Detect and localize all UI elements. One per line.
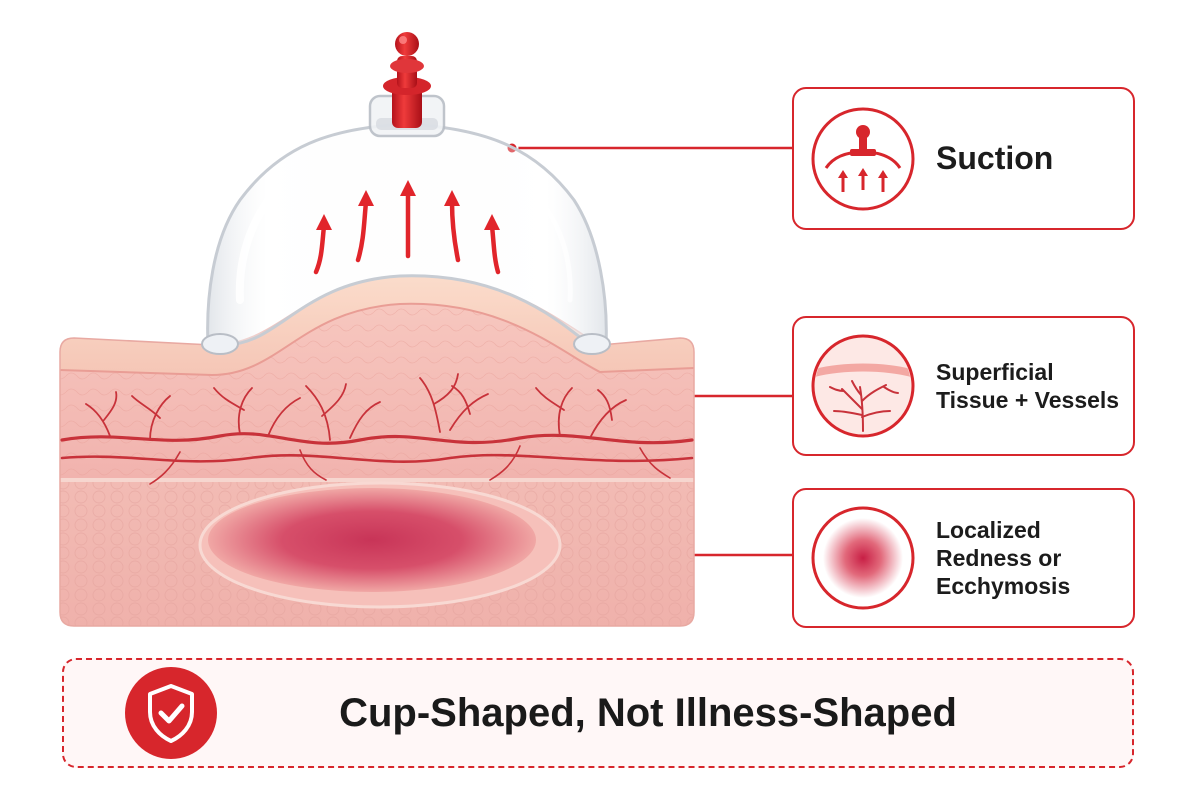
redness-label: Localized Redness or Ecchymosis: [936, 490, 1070, 626]
suction-label: Suction: [936, 139, 1054, 176]
takeaway-banner: Cup-Shaped, Not Illness-Shaped: [62, 658, 1134, 768]
callout-suction: Suction: [792, 87, 1135, 230]
tissue-label-line2: Tissue + Vessels: [936, 387, 1120, 413]
ecchymosis-area: [198, 481, 562, 609]
redness-label-line2: Redness or: [936, 544, 1062, 571]
callout-tissue-vessels: Superficial Tissue + Vessels: [792, 316, 1135, 456]
tissue-label: Superficial Tissue + Vessels: [936, 318, 1119, 454]
redness-label-line1: Localized: [936, 516, 1041, 543]
tissue-label-line1: Superficial: [936, 358, 1054, 385]
suction-cup-icon: [811, 107, 915, 210]
blood-vessels: [60, 373, 694, 485]
redness-label-line3: Ecchymosis: [936, 573, 1071, 600]
tissue-vessels-icon: [811, 334, 915, 438]
suction-valve-knob: [383, 32, 431, 128]
redness-spot-icon: [811, 506, 915, 610]
callout-redness: Localized Redness or Ecchymosis: [792, 488, 1135, 628]
shield-check-icon: [125, 667, 217, 759]
suction-arrows: [313, 189, 501, 275]
suction-arrowheads: [316, 180, 500, 230]
banner-text: Cup-Shaped, Not Illness-Shaped: [339, 690, 957, 735]
